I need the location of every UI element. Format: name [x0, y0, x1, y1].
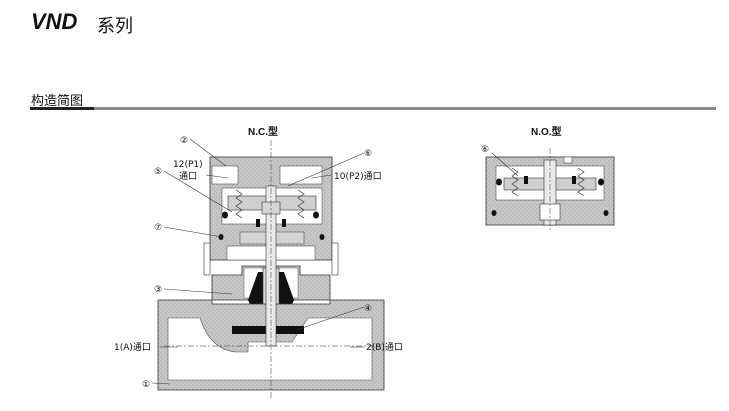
no-valve-drawing	[485, 148, 615, 232]
section-rule	[30, 107, 716, 110]
nc-o-rings	[218, 211, 325, 240]
series-suffix: 系列	[97, 16, 133, 37]
port-p1-label: 12(P1)	[173, 160, 203, 170]
callout-6: ⑥	[364, 149, 372, 159]
no-o-rings	[491, 176, 609, 216]
nc-title: N.C.型	[248, 125, 278, 138]
section-rule-accent	[30, 107, 94, 110]
section-title: 构造简图	[31, 94, 84, 109]
callout-7: ⑦	[154, 223, 162, 233]
callout-3: ③	[154, 285, 162, 295]
callout-5: ⑤	[154, 167, 162, 177]
nc-port-p2-hole	[279, 165, 323, 185]
port-a-label: 1(A)通口	[114, 342, 151, 353]
series-title: VND	[31, 9, 78, 34]
port-p2-label: 10(P2)通口	[334, 171, 382, 182]
port-b-label: 2(B)通口	[366, 342, 403, 353]
nc-springs	[235, 189, 305, 219]
nc-valve-drawing	[151, 138, 385, 400]
nc-port-p1-hole	[211, 165, 239, 185]
no-springs	[511, 167, 585, 197]
callout-4: ④	[364, 304, 372, 314]
no-title: N.O.型	[531, 125, 562, 138]
callout-2: ②	[180, 136, 188, 146]
callout-1: ①	[142, 380, 150, 390]
nc-flow-passage	[167, 317, 373, 381]
no-callout-6: ⑥	[481, 145, 489, 155]
port-p1-label-cont: 通口	[179, 171, 197, 182]
